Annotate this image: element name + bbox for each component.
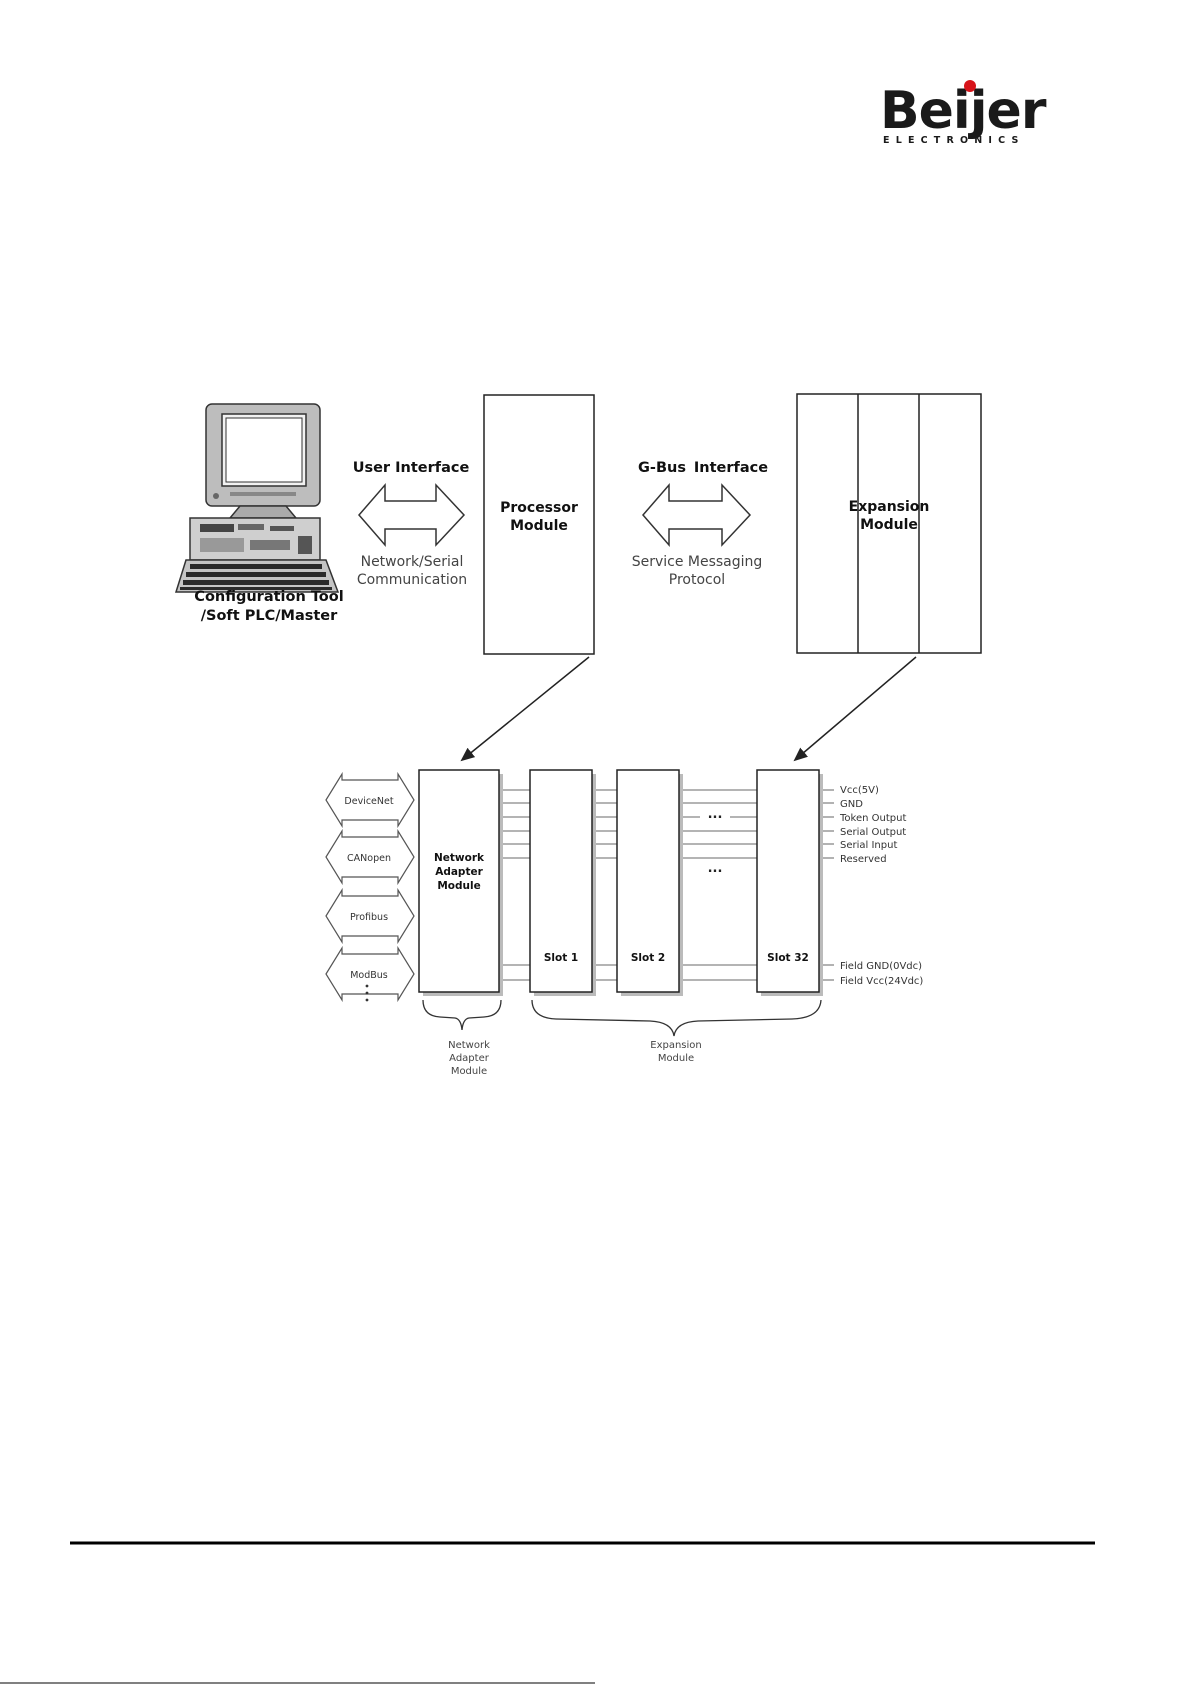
adapter-label-2: Adapter xyxy=(435,866,483,878)
expansion-module-box xyxy=(796,393,982,654)
modbus-arrow xyxy=(325,945,415,1003)
network-serial-label-2: Communication xyxy=(357,572,467,588)
user-interface-double-arrow xyxy=(358,482,466,548)
gbus-label: G-Bus xyxy=(638,460,686,476)
gbus-double-arrow xyxy=(642,482,752,548)
brace-adapter-line-2: Adapter xyxy=(449,1053,490,1064)
computer-caption-line-2: /Soft PLC/Master xyxy=(201,608,338,624)
logo-brand: Beijer xyxy=(880,81,1047,141)
signal-reserved: Reserved xyxy=(840,854,887,865)
adapter-label-3: Module xyxy=(437,880,480,892)
slot-ellipsis-lower: ... xyxy=(708,861,723,876)
protocol-devicenet: DeviceNet xyxy=(344,796,393,807)
signal-token-output: Token Output xyxy=(839,813,906,824)
brace-expansion-line-2: Module xyxy=(658,1053,694,1064)
processor-module-box xyxy=(483,394,595,655)
protocol-canopen: CANopen xyxy=(347,853,391,864)
protocol-arrows xyxy=(325,771,415,1003)
network-serial-label-1: Network/Serial xyxy=(361,554,464,570)
user-interface-label: User Interface xyxy=(353,460,470,476)
brace-adapter-line-3: Module xyxy=(451,1066,487,1077)
gbus-interface-label: Interface xyxy=(694,460,768,476)
slot-1-label: Slot 1 xyxy=(544,952,578,964)
beijer-logo: Beijer ELECTRONICS xyxy=(880,80,1048,146)
protocol-more-dots xyxy=(365,984,369,1002)
processor-label-2: Module xyxy=(510,518,568,534)
slot-ellipsis-upper: ... xyxy=(708,807,723,822)
slot-32-label: Slot 32 xyxy=(767,952,809,964)
adapter-label-1: Network xyxy=(434,852,485,864)
adapter-brace xyxy=(422,999,502,1031)
signal-gnd: GND xyxy=(840,799,863,810)
signal-field-vcc: Field Vcc(24Vdc) xyxy=(840,976,923,987)
processor-to-adapter-arrow xyxy=(460,656,590,762)
computer-caption-line-1: Configuration Tool xyxy=(194,589,343,605)
expansion-to-slots-arrow xyxy=(793,656,917,762)
profibus-arrow xyxy=(325,887,415,945)
service-messaging-label-1: Service Messaging xyxy=(632,554,763,570)
signal-vcc: Vcc(5V) xyxy=(840,785,879,796)
slot-32-box xyxy=(756,769,823,996)
slot-1-box xyxy=(529,769,596,996)
protocol-modbus: ModBus xyxy=(350,970,388,981)
logo-sub: ELECTRONICS xyxy=(883,135,1025,146)
brace-expansion-line-1: Expansion xyxy=(650,1040,702,1051)
expansion-brace xyxy=(531,999,822,1037)
signal-field-gnd: Field GND(0Vdc) xyxy=(840,961,922,972)
signal-serial-output: Serial Output xyxy=(840,827,906,838)
slot-2-box xyxy=(616,769,683,996)
devicenet-arrow xyxy=(325,771,415,829)
expansion-label-1: Expansion xyxy=(849,499,930,515)
processor-label-1: Processor xyxy=(500,500,578,516)
service-messaging-label-2: Protocol xyxy=(669,572,725,588)
signal-serial-input: Serial Input xyxy=(840,840,897,851)
canopen-arrow xyxy=(325,828,415,886)
brace-adapter-line-1: Network xyxy=(448,1040,490,1051)
slot-2-label: Slot 2 xyxy=(631,952,665,964)
expansion-label-2: Module xyxy=(860,517,918,533)
logo-dot xyxy=(964,80,976,92)
network-adapter-module-box xyxy=(418,769,503,996)
computer-icon xyxy=(174,403,340,593)
protocol-profibus: Profibus xyxy=(350,912,388,923)
